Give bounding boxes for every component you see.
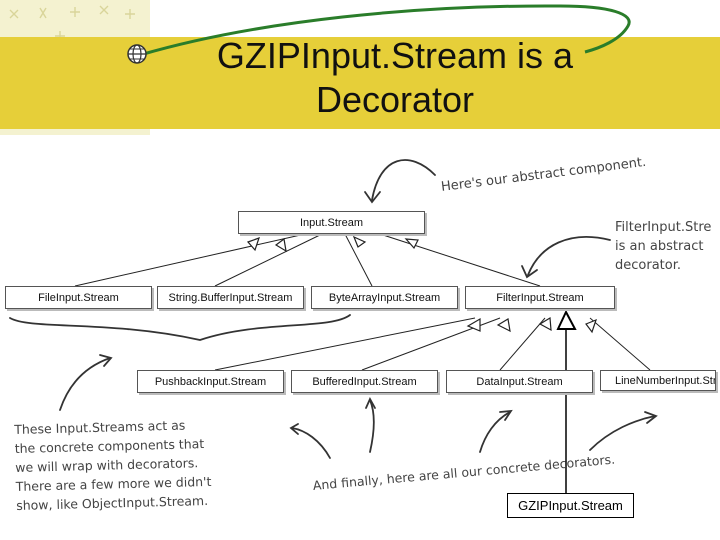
filter-input-stream-box: FilterInput.Stream [465,286,615,309]
file-input-stream-label: FileInput.Stream [38,291,119,304]
data-input-stream-label: DataInput.Stream [476,375,563,388]
annotation-concrete-components: These Input.Streams act as the concrete … [14,415,212,515]
buffered-input-stream-box: BufferedInput.Stream [291,370,438,393]
title-band [0,37,720,129]
string-buffer-input-stream-box: String.BufferInput.Stream [157,286,304,309]
gzip-input-stream-label: GZIPInput.Stream [518,498,623,513]
globe-bullet-icon [127,44,147,64]
input-stream-label: Input.Stream [300,216,363,229]
filter-note-line-1: FilterInput.Stre [615,220,712,235]
byte-array-input-stream-box: ByteArrayInput.Stream [311,286,458,309]
gzip-input-stream-box: GZIPInput.Stream [507,493,634,518]
filter-note-line-3: decorator. [615,258,681,273]
buffered-input-stream-label: BufferedInput.Stream [312,375,417,388]
pushback-input-stream-box: PushbackInput.Stream [137,370,284,393]
filter-input-stream-label: FilterInput.Stream [496,291,584,304]
data-input-stream-box: DataInput.Stream [446,370,593,393]
string-buffer-input-stream-label: String.BufferInput.Stream [168,291,293,304]
title-line-2: Decorator [315,79,475,120]
title-swoosh [139,4,631,57]
input-stream-box: Input.Stream [238,211,425,234]
slide-title: GZIPInput.Stream is a Decorator [150,34,640,122]
pushback-input-stream-label: PushbackInput.Stream [154,375,267,388]
line-number-input-stream-label: LineNumberInput.Stream [615,374,716,387]
byte-array-input-stream-label: ByteArrayInput.Stream [328,291,441,304]
annotation-filter-decorator: FilterInput.Stre is an abstract decorato… [615,218,715,275]
title-line-1: GZIPInput.Stream is a [216,35,574,76]
filter-note-line-2: is an abstract [615,239,704,254]
line-number-input-stream-box: LineNumberInput.Stream [600,370,716,391]
file-input-stream-box: FileInput.Stream [5,286,152,309]
